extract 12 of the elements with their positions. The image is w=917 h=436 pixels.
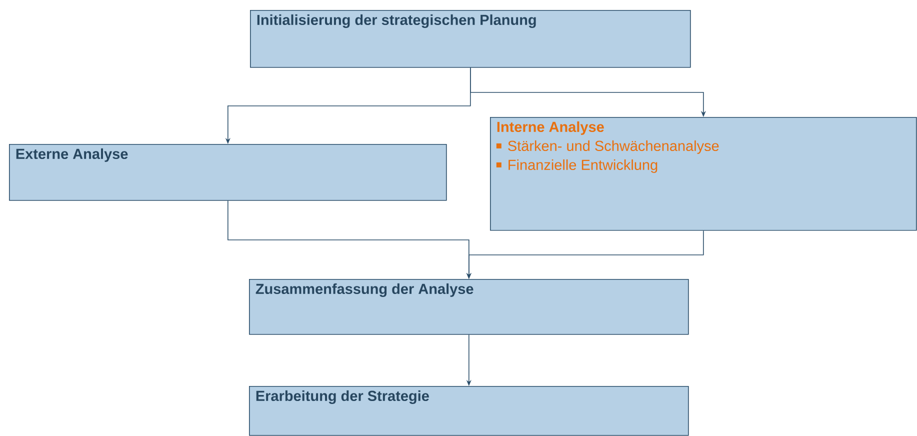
bullet-item: Stärken- und Schwächenanalyse bbox=[508, 140, 719, 154]
process-box bbox=[9, 144, 447, 201]
box-title: Externe Analyse bbox=[16, 148, 128, 162]
box-title: Initialisierung der strategischen Planung bbox=[257, 14, 536, 28]
box-title: Zusammenfassung der Analyse bbox=[256, 283, 474, 297]
box-title: Erarbeitung der Strategie bbox=[256, 390, 429, 404]
box-title: Interne Analyse bbox=[497, 121, 604, 135]
process-box bbox=[250, 10, 691, 68]
bullet-item: Finanzielle Entwicklung bbox=[508, 159, 658, 173]
process-box bbox=[249, 386, 689, 436]
process-box bbox=[249, 279, 689, 335]
process-box bbox=[490, 117, 917, 231]
